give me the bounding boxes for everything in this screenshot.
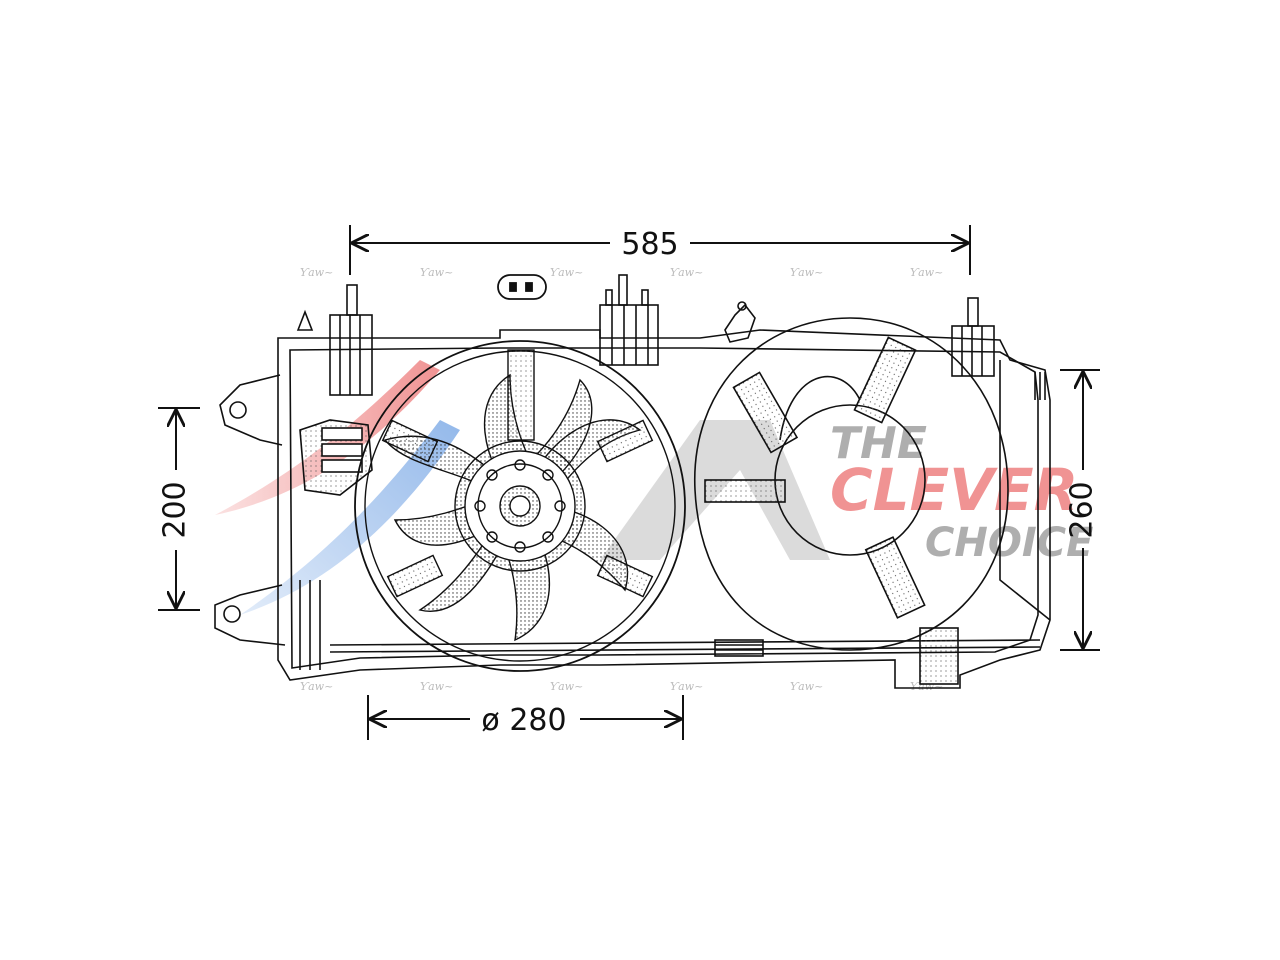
faint-signature-marks: Ƴaw~ Ƴaw~ Ƴaw~ Ƴaw~ Ƴaw~ Ƴaw~ Ƴaw~ Ƴaw~ … — [300, 266, 943, 693]
dim-fan-diameter-label: ø 280 — [481, 703, 566, 738]
svg-text:Ƴaw~: Ƴaw~ — [420, 266, 453, 279]
svg-text:Ƴaw~: Ƴaw~ — [670, 266, 703, 279]
svg-text:Ƴaw~: Ƴaw~ — [420, 680, 453, 693]
watermark-line1: THE — [830, 418, 927, 469]
dimension-lines — [158, 225, 1100, 740]
logo-blue-swoosh — [240, 420, 460, 615]
dim-left-height-label: 200 — [158, 481, 193, 538]
plug-connector — [497, 274, 547, 300]
right-fan — [694, 317, 1009, 685]
svg-text:Ƴaw~: Ƴaw~ — [550, 680, 583, 693]
logo-red-swoosh — [215, 360, 440, 515]
mounting-studs — [296, 274, 995, 396]
svg-text:Ƴaw~: Ƴaw~ — [670, 680, 703, 693]
watermark-line2: CLEVER — [830, 456, 1078, 524]
svg-text:Ƴaw~: Ƴaw~ — [790, 680, 823, 693]
svg-text:Ƴaw~: Ƴaw~ — [550, 266, 583, 279]
watermark-line3: CHOICE — [925, 520, 1093, 566]
motor-connector-block — [299, 419, 373, 496]
svg-text:Ƴaw~: Ƴaw~ — [790, 266, 823, 279]
dim-overall-width-label: 585 — [621, 227, 678, 262]
dim-right-height-label: 260 — [1065, 481, 1100, 538]
svg-text:Ƴaw~: Ƴaw~ — [300, 680, 333, 693]
left-fan — [354, 340, 686, 672]
svg-text:Ƴaw~: Ƴaw~ — [910, 266, 943, 279]
svg-text:Ƴaw~: Ƴaw~ — [300, 266, 333, 279]
